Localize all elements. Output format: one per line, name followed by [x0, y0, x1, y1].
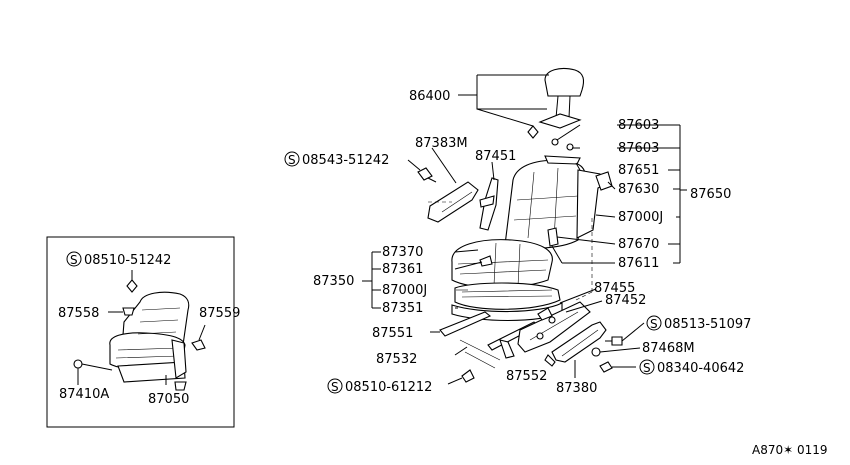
- label-inset-87558: 87558: [58, 306, 99, 321]
- label-87380: 87380: [556, 381, 597, 396]
- recliner-cover-parts: [407, 147, 499, 231]
- label-87000J-left: 87000J: [382, 283, 427, 298]
- label-inset-87559: 87559: [199, 306, 240, 321]
- screw-symbol-08510-61212-glyph: S: [331, 380, 339, 394]
- leader-86400: [458, 74, 549, 127]
- inset-frame: [46, 236, 235, 428]
- screw-symbol-08513: [646, 315, 662, 331]
- label-08543-51242: 08543-51242: [302, 153, 389, 168]
- drawing-code: A870✶ 0119: [752, 443, 828, 457]
- label-87455: 87455: [594, 281, 635, 296]
- screw-symbol-08543-glyph: S: [288, 153, 296, 167]
- label-87551: 87551: [372, 326, 413, 341]
- label-87351: 87351: [382, 301, 423, 316]
- screw-symbol-08510-61212: [327, 378, 343, 394]
- label-08510-61212: 08510-61212: [345, 380, 432, 395]
- label-87361: 87361: [382, 262, 423, 277]
- label-87650: 87650: [690, 187, 731, 202]
- label-87350: 87350: [313, 274, 354, 289]
- label-inset-08510-51242: 08510-51242: [84, 253, 171, 268]
- label-87468M: 87468M: [642, 341, 695, 356]
- label-08340-40642: 08340-40642: [657, 361, 744, 376]
- label-87383M: 87383M: [415, 136, 468, 151]
- label-87000J-right: 87000J: [618, 210, 663, 225]
- leaders-right-column: [551, 124, 687, 301]
- label-08513-51097: 08513-51097: [664, 317, 751, 332]
- seat-back-drawing: [504, 138, 613, 249]
- label-87451: 87451: [475, 149, 516, 164]
- screw-symbol-08340-glyph: S: [643, 361, 651, 375]
- label-87630: 87630: [618, 182, 659, 197]
- seat-cushion-drawing: [451, 239, 563, 321]
- label-87603-lower: 87603: [618, 141, 659, 156]
- inset-seat-drawing: [109, 291, 190, 391]
- screw-symbol-08340: [639, 359, 655, 375]
- part-labels: 86400 87603 87603 87651 87630 87650 8700…: [58, 89, 828, 457]
- label-87532: 87532: [376, 352, 417, 367]
- label-87611: 87611: [618, 256, 659, 271]
- headrest-drawing: [527, 67, 585, 139]
- label-86400: 86400: [409, 89, 450, 104]
- label-87651: 87651: [618, 163, 659, 178]
- label-inset-87410A: 87410A: [59, 387, 109, 402]
- inset-parts: [73, 270, 206, 385]
- screw-symbol-inset-08510: [66, 251, 82, 267]
- label-inset-87050: 87050: [148, 392, 189, 407]
- label-87552: 87552: [506, 369, 547, 384]
- screw-symbol-inset-08510-glyph: S: [70, 253, 78, 267]
- label-87370: 87370: [382, 245, 423, 260]
- screw-symbol-08513-glyph: S: [650, 317, 658, 331]
- label-87452: 87452: [605, 293, 646, 308]
- screw-symbol-08543: [284, 151, 300, 167]
- label-87603-upper: 87603: [618, 118, 659, 133]
- seat-rail-parts: [430, 288, 607, 378]
- bolt-parts: [447, 322, 645, 385]
- label-87670: 87670: [618, 237, 659, 252]
- leaders-left-cushion: [362, 249, 483, 309]
